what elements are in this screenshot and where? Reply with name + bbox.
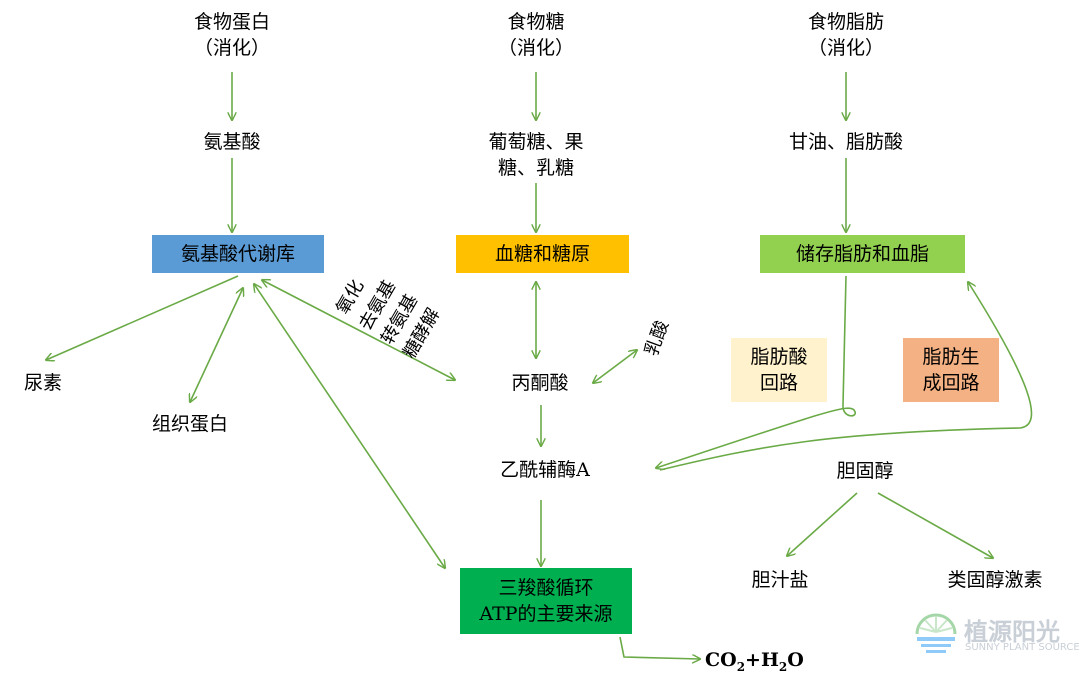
plus-h-text: +H bbox=[745, 649, 779, 671]
arrow-pool-to-urea bbox=[46, 275, 239, 360]
acetyl-coa-label: 乙酰辅酶A bbox=[500, 459, 590, 481]
urea-label: 尿素 bbox=[23, 372, 62, 394]
tissue-protein-label: 组织蛋白 bbox=[151, 413, 228, 435]
digest-label-sugar: （消化） bbox=[497, 37, 574, 59]
cholesterol-label: 胆固醇 bbox=[836, 460, 894, 482]
tca-cycle-line1: 三羧酸循环 bbox=[498, 577, 594, 599]
amino-acid-label: 氨基酸 bbox=[203, 131, 261, 153]
arrow-pool-tissue bbox=[190, 288, 243, 402]
arrow-lactate-pyruvate bbox=[593, 350, 637, 383]
food-protein-label: 食物蛋白 bbox=[193, 11, 270, 33]
steroid-hormone-label: 类固醇激素 bbox=[947, 569, 1043, 591]
lipogenesis-loop-line2: 成回路 bbox=[922, 372, 980, 394]
loop-fatty-acid bbox=[656, 275, 857, 468]
arrow-chol-steroid bbox=[877, 492, 993, 558]
logo-tagline: SUNNY PLANT SOURCE bbox=[965, 642, 1080, 653]
fatty-acid-loop-box: 脂肪酸 回路 bbox=[731, 338, 827, 402]
sun-plant-logo-icon bbox=[915, 613, 957, 653]
co2-h2o-label: CO2+H2O bbox=[705, 647, 815, 680]
o-text: O bbox=[787, 649, 804, 671]
amino-acid-pool-box: 氨基酸代谢库 bbox=[152, 235, 324, 273]
digest-label-protein: （消化） bbox=[193, 37, 270, 59]
h2o-subscript: 2 bbox=[778, 659, 788, 674]
fatty-acid-loop-line1: 脂肪酸 bbox=[750, 346, 808, 368]
pyruvate-label: 丙酮酸 bbox=[511, 372, 569, 394]
lipogenesis-loop-box: 脂肪生 成回路 bbox=[903, 338, 999, 402]
food-fat-label: 食物脂肪 bbox=[807, 11, 884, 33]
fatty-acid-loop-line2: 回路 bbox=[759, 372, 798, 394]
amino-acid-pool-label: 氨基酸代谢库 bbox=[180, 243, 295, 265]
tca-cycle-line2: ATP的主要来源 bbox=[479, 603, 613, 625]
logo-name: 植源阳光 bbox=[964, 618, 1060, 646]
lipogenesis-loop-line1: 脂肪生 bbox=[922, 346, 980, 368]
loop-lipogenesis bbox=[659, 282, 1033, 471]
glucose-label-line2: 糖、乳糖 bbox=[497, 157, 574, 179]
blood-sugar-pool-label: 血糖和糖原 bbox=[494, 243, 590, 265]
tca-cycle-box: 三羧酸循环 ATP的主要来源 bbox=[460, 568, 632, 634]
glycerol-fatty-label: 甘油、脂肪酸 bbox=[788, 131, 903, 153]
arrow-pool-tca bbox=[254, 284, 445, 568]
blood-sugar-pool-box: 血糖和糖原 bbox=[456, 235, 629, 273]
arrow-tca-co2 bbox=[619, 636, 700, 659]
co2-subscript: 2 bbox=[736, 659, 746, 674]
fat-storage-pool-label: 储存脂肪和血脂 bbox=[795, 243, 929, 265]
digest-label-fat: （消化） bbox=[807, 37, 884, 59]
fat-storage-pool-box: 储存脂肪和血脂 bbox=[760, 235, 965, 273]
food-sugar-label: 食物糖 bbox=[507, 11, 565, 33]
glucose-label-line1: 葡萄糖、果 bbox=[488, 131, 584, 153]
bile-salt-label: 胆汁盐 bbox=[751, 569, 809, 591]
co-text: CO bbox=[705, 649, 737, 671]
arrow-chol-bile bbox=[787, 492, 858, 556]
